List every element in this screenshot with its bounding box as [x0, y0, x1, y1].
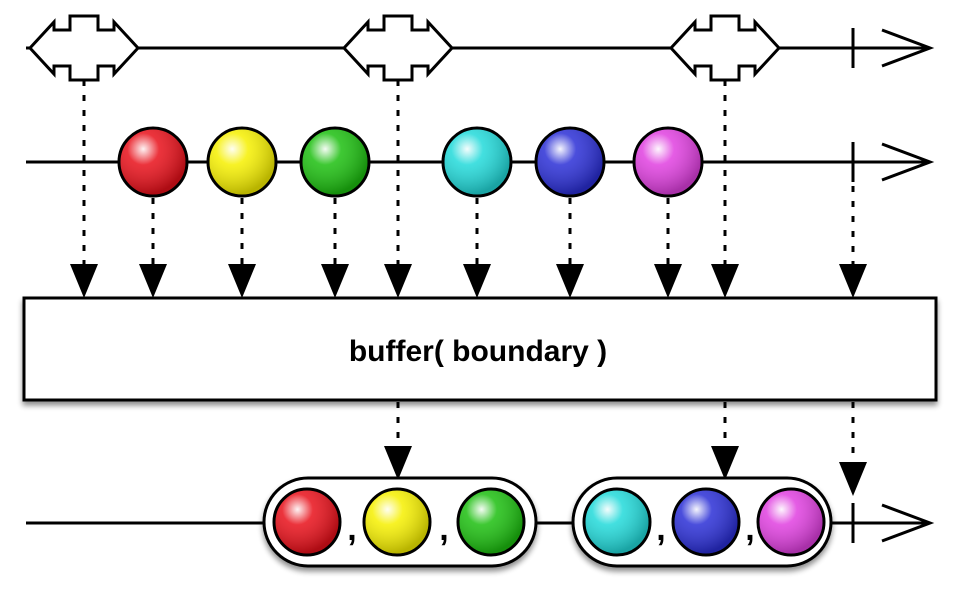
arrowhead — [654, 264, 682, 298]
marble-shine — [459, 490, 523, 554]
marble-shine — [635, 129, 701, 195]
source-marbles — [117, 126, 704, 198]
buffer-marble-magenta — [756, 487, 826, 557]
marble-shine — [444, 129, 510, 195]
output-buffer-1: ,, — [262, 476, 538, 568]
arrowhead — [384, 446, 412, 480]
boundary-arrow-3 — [711, 80, 739, 298]
timeline-arrowhead — [881, 142, 935, 182]
source-marble-cyan — [441, 126, 513, 198]
operator-label: buffer( boundary ) — [349, 335, 607, 368]
arrowhead — [139, 264, 167, 298]
source-arrow-green — [321, 198, 349, 298]
source-arrow-blue — [556, 198, 584, 298]
source-marble-yellow — [206, 126, 278, 198]
buffer-marble-blue — [671, 487, 741, 557]
source-marble-red — [117, 126, 189, 198]
boundary-event-3 — [668, 14, 782, 82]
buffer-separator: , — [439, 510, 448, 548]
buffer-marble-green — [456, 487, 526, 557]
source-arrow-magenta — [654, 198, 682, 298]
boundary-arrow-1 — [70, 80, 98, 298]
buffer-marble-red — [272, 487, 342, 557]
marble-shine — [537, 129, 603, 195]
boundary-arrow-2 — [384, 80, 412, 298]
timeline-arrowhead — [881, 503, 935, 543]
marble-shine — [759, 490, 823, 554]
marble-shine — [365, 490, 429, 554]
emission-arrows — [70, 80, 867, 496]
arrowhead — [711, 446, 739, 480]
output-arrow-2 — [711, 402, 739, 480]
source-marble-green — [299, 126, 371, 198]
buffer-marble-yellow — [362, 487, 432, 557]
output-arrow-1 — [384, 402, 412, 480]
output-buffers: ,,,, — [262, 476, 833, 568]
source-arrow-cyan — [463, 198, 491, 298]
marble-shine — [302, 129, 368, 195]
source-marble-blue — [534, 126, 606, 198]
source-arrow-red — [139, 198, 167, 298]
marble-shine — [275, 490, 339, 554]
marble-shine — [120, 129, 186, 195]
arrowhead — [228, 264, 256, 298]
marble-shine — [674, 490, 738, 554]
buffer-separator: , — [656, 510, 665, 548]
arrowhead — [839, 264, 867, 298]
marble-shine — [209, 129, 275, 195]
arrowhead — [463, 264, 491, 298]
arrowhead — [384, 264, 412, 298]
arrowhead — [70, 264, 98, 298]
source-arrow-yellow — [228, 198, 256, 298]
arrowhead — [556, 264, 584, 298]
output-buffer-2: ,, — [571, 476, 833, 568]
operator-box — [22, 296, 938, 402]
source-marble-magenta — [632, 126, 704, 198]
completion-arrow — [839, 186, 867, 298]
arrowhead — [839, 462, 867, 496]
arrowhead — [321, 264, 349, 298]
boundary-events — [27, 14, 782, 82]
marble-shine — [585, 490, 649, 554]
buffer-separator: , — [745, 510, 754, 548]
boundary-timeline — [26, 28, 935, 68]
buffer-marble-cyan — [582, 487, 652, 557]
arrowhead — [711, 264, 739, 298]
boundary-event-1 — [27, 14, 141, 82]
timeline-arrowhead — [881, 28, 935, 68]
buffer-separator: , — [347, 510, 356, 548]
output-completion-arrow — [839, 402, 867, 496]
boundary-event-2 — [341, 14, 455, 82]
